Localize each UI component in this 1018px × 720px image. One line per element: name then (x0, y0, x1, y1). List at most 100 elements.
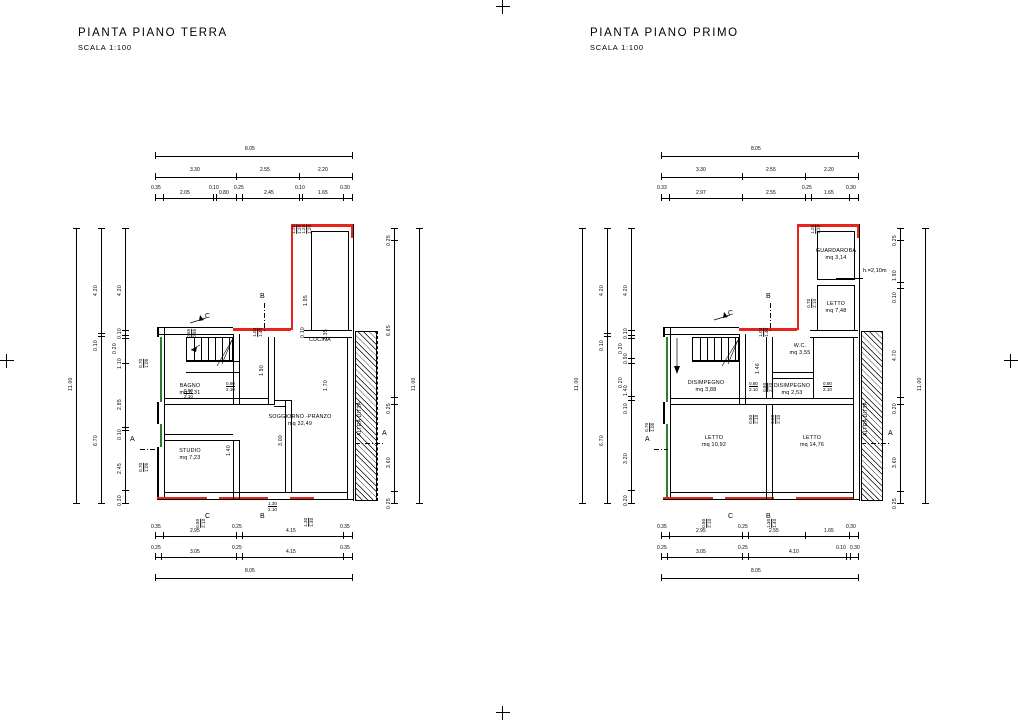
dim-top-detail-7-ground: 0.10 (295, 185, 305, 191)
wall-red-right-top (351, 224, 353, 238)
dim-right-3-first: 0.10 (892, 292, 898, 303)
room-name-letto-top: LETTO (826, 301, 846, 307)
dim-top-detail-3-ground: 0.10 (209, 185, 219, 191)
dim-interior-300-ground: 3.00 (278, 435, 284, 446)
room-label-disimpegno-2: DISIMPEGNO mq 2,53 (767, 383, 817, 397)
dim-bottom-r2-2-first: 3.05 (696, 549, 706, 555)
dim-top-detail-1-first: 0.33 (657, 185, 667, 191)
dim-left-detail-3-ground: 0.10 (117, 328, 123, 339)
title-block-ground: PIANTA PIANO TERRA SCALA 1:100 (78, 27, 228, 52)
dim-left-detail-4-ground: 1.10 (117, 358, 123, 369)
wall-red-bottom-mid (219, 497, 268, 500)
dim-left-detail-8-ground: 0.20 (117, 495, 123, 506)
dim-right-1-ground: 0.25 (386, 235, 392, 246)
dim-left-mid-3-ground: 6.70 (93, 435, 99, 446)
dim-bottom-r2-3-first: 0.25 (738, 545, 748, 551)
dim-top-mid-3-first: 2.20 (824, 167, 834, 173)
dim-right-3-ground: 0.25 (386, 403, 392, 414)
wall-red-bottom-right (290, 497, 314, 500)
room-area-wc: mq 3,55 (789, 350, 811, 356)
dim-top-mid-3-ground: 2.20 (318, 167, 328, 173)
dim-bottom-r2-5-ground: 0.35 (340, 545, 350, 551)
neighbour-label-ground: ALTRA DITTA (357, 401, 363, 436)
dim-left-mid-3-first: 6.70 (599, 435, 605, 446)
dim-right-4-first: 4.70 (892, 350, 898, 361)
wall-green-left-lower (160, 424, 162, 447)
dim-interior-195-ground: 1.95 (303, 295, 309, 306)
dim-bottom-r1-4-first: 2.55 (769, 528, 779, 534)
wall-left-exterior (157, 327, 159, 337)
wall-red-top (291, 224, 353, 227)
room-label-guardaroba: GUARDAROBA mq 3,14 (814, 248, 858, 262)
dim-right-overall-first: 11.00 (917, 377, 923, 391)
plan-scale-ground: SCALA 1:100 (78, 43, 132, 52)
wall-red-right-top-first (857, 224, 859, 238)
room-area-letto-right: mq 14,76 (799, 442, 825, 448)
dim-top-detail-1-ground: 0.35 (151, 185, 161, 191)
plan-title-ground: PIANTA PIANO TERRA (78, 27, 228, 39)
dim-left-mid-2-ground: 0.10 (93, 340, 99, 351)
dim-top-detail-4-first: 0.25 (802, 185, 812, 191)
dim-right-overall-ground: 11.00 (411, 377, 417, 391)
dim-top-mid-2-first: 2.55 (766, 167, 776, 173)
dim-left-mid-2-first: 0.10 (599, 340, 605, 351)
section-mark-c-top-ground: C (205, 313, 211, 320)
dim-left-detail-6-first: 1.40 (623, 385, 629, 396)
room-area-bagno: mq 6,31 (179, 390, 201, 396)
dim-top-overall-ground: 8.05 (245, 146, 255, 152)
dim-bottom-overall-first: 8.05 (751, 568, 761, 574)
dim-interior-170-ground: 1.70 (323, 380, 329, 391)
room-label-letto-left: LETTO mq 10,92 (690, 435, 738, 449)
dim-left-detail-4-first: 0.90 (623, 353, 629, 364)
dim-left-detail-8-first: 3.20 (623, 453, 629, 464)
dim-left-mid-1-ground: 4.20 (93, 285, 99, 296)
dim-interior-190-ground: 1.90 (259, 365, 265, 376)
section-mark-b-bottom-first: B (766, 513, 771, 520)
dim-right-5-ground: 0.25 (386, 498, 392, 509)
section-mark-a-right-first: A (888, 430, 893, 437)
room-area-disimpegno-2: mq 2,53 (781, 390, 803, 396)
dim-bottom-r1-4-ground: 4.15 (286, 528, 296, 534)
wall-red-vertical-up (291, 224, 293, 330)
dim-top-detail-9-ground: 0.30 (340, 185, 350, 191)
dim-left-detail-1-ground: 4.20 (117, 285, 123, 296)
dim-left-detail-6-ground: 0.10 (117, 429, 123, 440)
dim-right-1-first: 0.25 (892, 235, 898, 246)
room-area-studio: mq 7,23 (179, 455, 201, 461)
wall-red-bottom-right-first (796, 497, 853, 500)
room-area-soggiorno: mq 32,49 (287, 421, 313, 427)
wall-red-bottom-left (157, 497, 207, 500)
room-name-letto-right: LETTO (802, 435, 822, 441)
section-mark-a-right-ground: A (382, 430, 387, 437)
room-area-disimpegno-1: mq 3,88 (695, 387, 717, 393)
height-note-first: h.=2,10m (863, 268, 887, 274)
dim-top-mid-2-ground: 2.55 (260, 167, 270, 173)
dim-left-overall-ground: 11.00 (68, 377, 74, 391)
dim-right-7-first: 0.25 (892, 498, 898, 509)
section-mark-b-top-ground: B (260, 293, 265, 300)
registration-mark-right (1004, 354, 1018, 368)
dim-bottom-r2-6-first: 0.30 (850, 545, 860, 551)
wall-red-top-left (233, 328, 291, 331)
room-label-cucina: CUCINA (300, 337, 340, 344)
dim-right-2-ground: 6.65 (386, 325, 392, 336)
dim-right-4-ground: 3.60 (386, 457, 392, 468)
section-mark-b-top-first: B (766, 293, 771, 300)
room-label-studio: STUDIO mq 7,23 (160, 448, 220, 462)
dim-bottom-r1-2-ground: 2.95 (190, 528, 200, 534)
dim-bottom-r1-5-first: 1.65 (824, 528, 834, 534)
stair-direction-arrow-ground (190, 339, 233, 367)
room-name-disimpegno-2: DISIMPEGNO (773, 383, 811, 389)
room-name-wc: W.C. (793, 343, 807, 349)
